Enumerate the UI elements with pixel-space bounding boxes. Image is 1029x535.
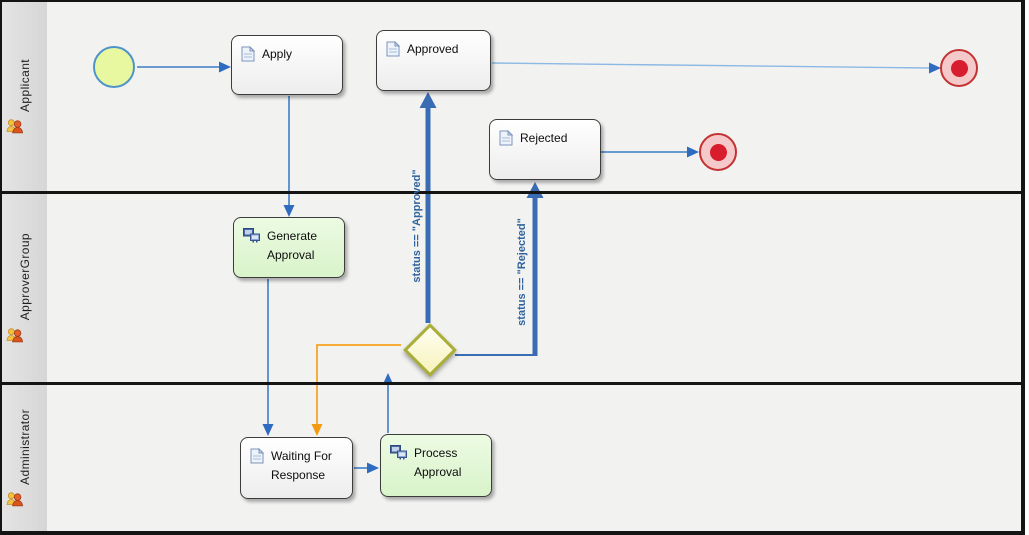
start-event[interactable] bbox=[93, 46, 135, 88]
task-label: Waiting For Response bbox=[271, 449, 332, 483]
task-apply[interactable]: Apply bbox=[231, 35, 343, 95]
edge-label-status-rejected: status == "Rejected" bbox=[516, 218, 528, 326]
task-waiting-for-response[interactable]: Waiting For Response bbox=[240, 437, 353, 499]
lane-label: Applicant bbox=[17, 59, 32, 112]
end-event[interactable] bbox=[940, 49, 978, 87]
lane-header-approvergroup: ApproverGroup bbox=[2, 194, 47, 382]
task-process-approval[interactable]: Process Approval bbox=[380, 434, 492, 497]
lane-label: ApproverGroup bbox=[17, 233, 32, 321]
frame-border bbox=[0, 531, 1029, 535]
service-icon bbox=[390, 445, 407, 460]
edge-label-status-approved: status == "Approved" bbox=[411, 169, 423, 283]
task-rejected[interactable]: Rejected bbox=[489, 119, 601, 180]
document-icon bbox=[250, 448, 264, 464]
task-label: Process Approval bbox=[414, 446, 462, 480]
document-icon bbox=[241, 46, 255, 62]
end-event-dot bbox=[950, 59, 968, 77]
task-label: Apply bbox=[262, 47, 293, 61]
actor-group-icon bbox=[6, 327, 24, 342]
lane-header-strip bbox=[2, 2, 47, 531]
lane-header-applicant: Applicant bbox=[2, 2, 47, 191]
task-label: Approved bbox=[407, 42, 459, 56]
document-icon bbox=[499, 130, 513, 146]
frame-border bbox=[1021, 0, 1025, 535]
task-label: Rejected bbox=[520, 131, 568, 145]
document-icon bbox=[386, 41, 400, 57]
task-generate-approval[interactable]: Generate Approval bbox=[233, 217, 345, 278]
service-icon bbox=[243, 228, 260, 243]
task-approved[interactable]: Approved bbox=[376, 30, 491, 91]
frame-border bbox=[0, 0, 2, 535]
task-label: Generate Approval bbox=[267, 229, 318, 263]
lane-separator bbox=[2, 382, 1025, 385]
lane-separator bbox=[2, 191, 1025, 194]
frame-border bbox=[1025, 0, 1029, 535]
end-event[interactable] bbox=[699, 133, 737, 171]
actor-group-icon bbox=[6, 492, 24, 507]
frame-border bbox=[0, 0, 1029, 2]
actor-group-icon bbox=[6, 119, 24, 134]
lane-header-administrator: Administrator bbox=[2, 385, 47, 531]
end-event-dot bbox=[709, 143, 727, 161]
lane-label: Administrator bbox=[17, 409, 32, 485]
